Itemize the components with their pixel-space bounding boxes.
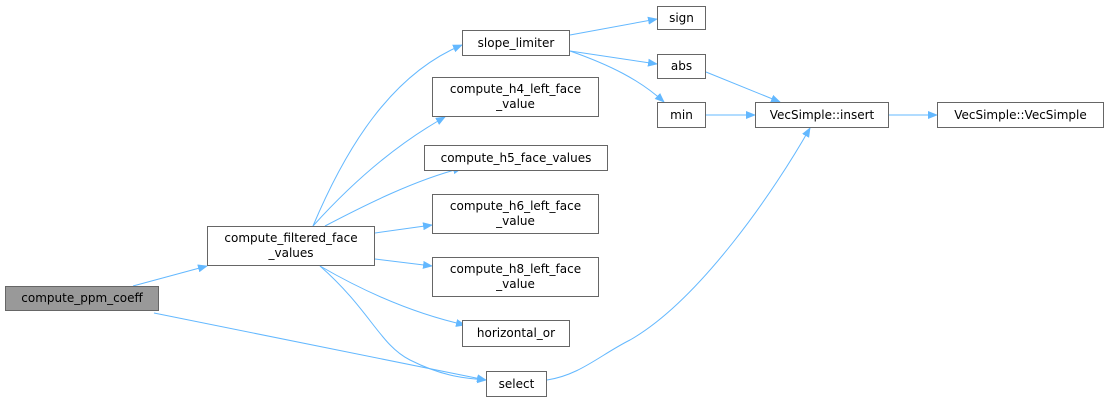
node-compute-h5-face-values[interactable]: compute_h5_face_values <box>424 145 608 171</box>
node-vecsimple-ctor[interactable]: VecSimple::VecSimple <box>937 102 1104 128</box>
edge-slope_limiter-to-abs <box>569 50 658 67</box>
node-label: compute_filtered_face <box>224 231 358 245</box>
node-label: horizontal_or <box>476 326 556 340</box>
edge-compute_filtered_face_values-to-compute_h5_face_values <box>324 166 463 227</box>
node-sign[interactable]: sign <box>657 6 706 30</box>
edge-abs-to-vecsimple_insert <box>705 71 781 103</box>
node-label: _value <box>496 214 535 228</box>
edge-compute_filtered_face_values-to-horizontal_or <box>319 265 466 327</box>
node-compute-h4-left-face-value[interactable]: compute_h4_left_face_value <box>432 77 599 117</box>
node-min[interactable]: min <box>657 102 706 128</box>
edge-compute_filtered_face_values-to-compute_h4_left_face_value <box>312 116 446 227</box>
node-label: VecSimple::insert <box>769 107 875 122</box>
edge-compute_ppm_coeff-to-select <box>153 312 487 383</box>
node-label: sign <box>669 10 694 25</box>
node-label: _values <box>268 246 314 260</box>
node-label: min <box>670 107 693 122</box>
edge-slope_limiter-to-min <box>569 50 665 103</box>
node-slope-limiter[interactable]: slope_limiter <box>462 30 570 56</box>
node-label: compute_h6_left_face <box>449 199 582 213</box>
node-label: compute_h4_left_face <box>449 82 582 96</box>
node-compute-ppm-coeff: compute_ppm_coeff <box>5 286 159 311</box>
edge-select-to-vecsimple_insert <box>546 127 811 381</box>
node-horizontal-or[interactable]: horizontal_or <box>462 320 570 347</box>
node-vecsimple-insert[interactable]: VecSimple::insert <box>755 102 889 128</box>
node-compute-h8-left-face-value[interactable]: compute_h8_left_face_value <box>432 257 599 297</box>
edge-compute_filtered_face_values-to-slope_limiter <box>312 44 463 227</box>
node-label: slope_limiter <box>477 35 555 50</box>
node-label: VecSimple::VecSimple <box>954 107 1087 122</box>
node-label: abs <box>670 59 693 73</box>
edge-compute_ppm_coeff-to-compute_filtered_face_values <box>132 264 208 287</box>
node-label: select <box>498 376 535 391</box>
node-select[interactable]: select <box>486 371 547 397</box>
edge-layer <box>132 16 938 384</box>
edge-compute_filtered_face_values-to-compute_h8_left_face_value <box>374 258 433 269</box>
edge-compute_filtered_face_values-to-select <box>319 265 487 384</box>
edge-slope_limiter-to-sign <box>569 16 658 36</box>
node-compute-h6-left-face-value[interactable]: compute_h6_left_face_value <box>432 194 599 234</box>
node-abs[interactable]: abs <box>657 54 706 79</box>
node-label: compute_h8_left_face <box>449 262 582 276</box>
node-label: compute_h5_face_values <box>440 150 592 165</box>
edge-compute_filtered_face_values-to-compute_h6_left_face_value <box>374 222 433 234</box>
node-label: _value <box>496 277 535 291</box>
node-compute-filtered-face-values[interactable]: compute_filtered_face_values <box>207 226 375 266</box>
node-label: _value <box>496 97 535 111</box>
node-label: compute_ppm_coeff <box>21 291 143 305</box>
